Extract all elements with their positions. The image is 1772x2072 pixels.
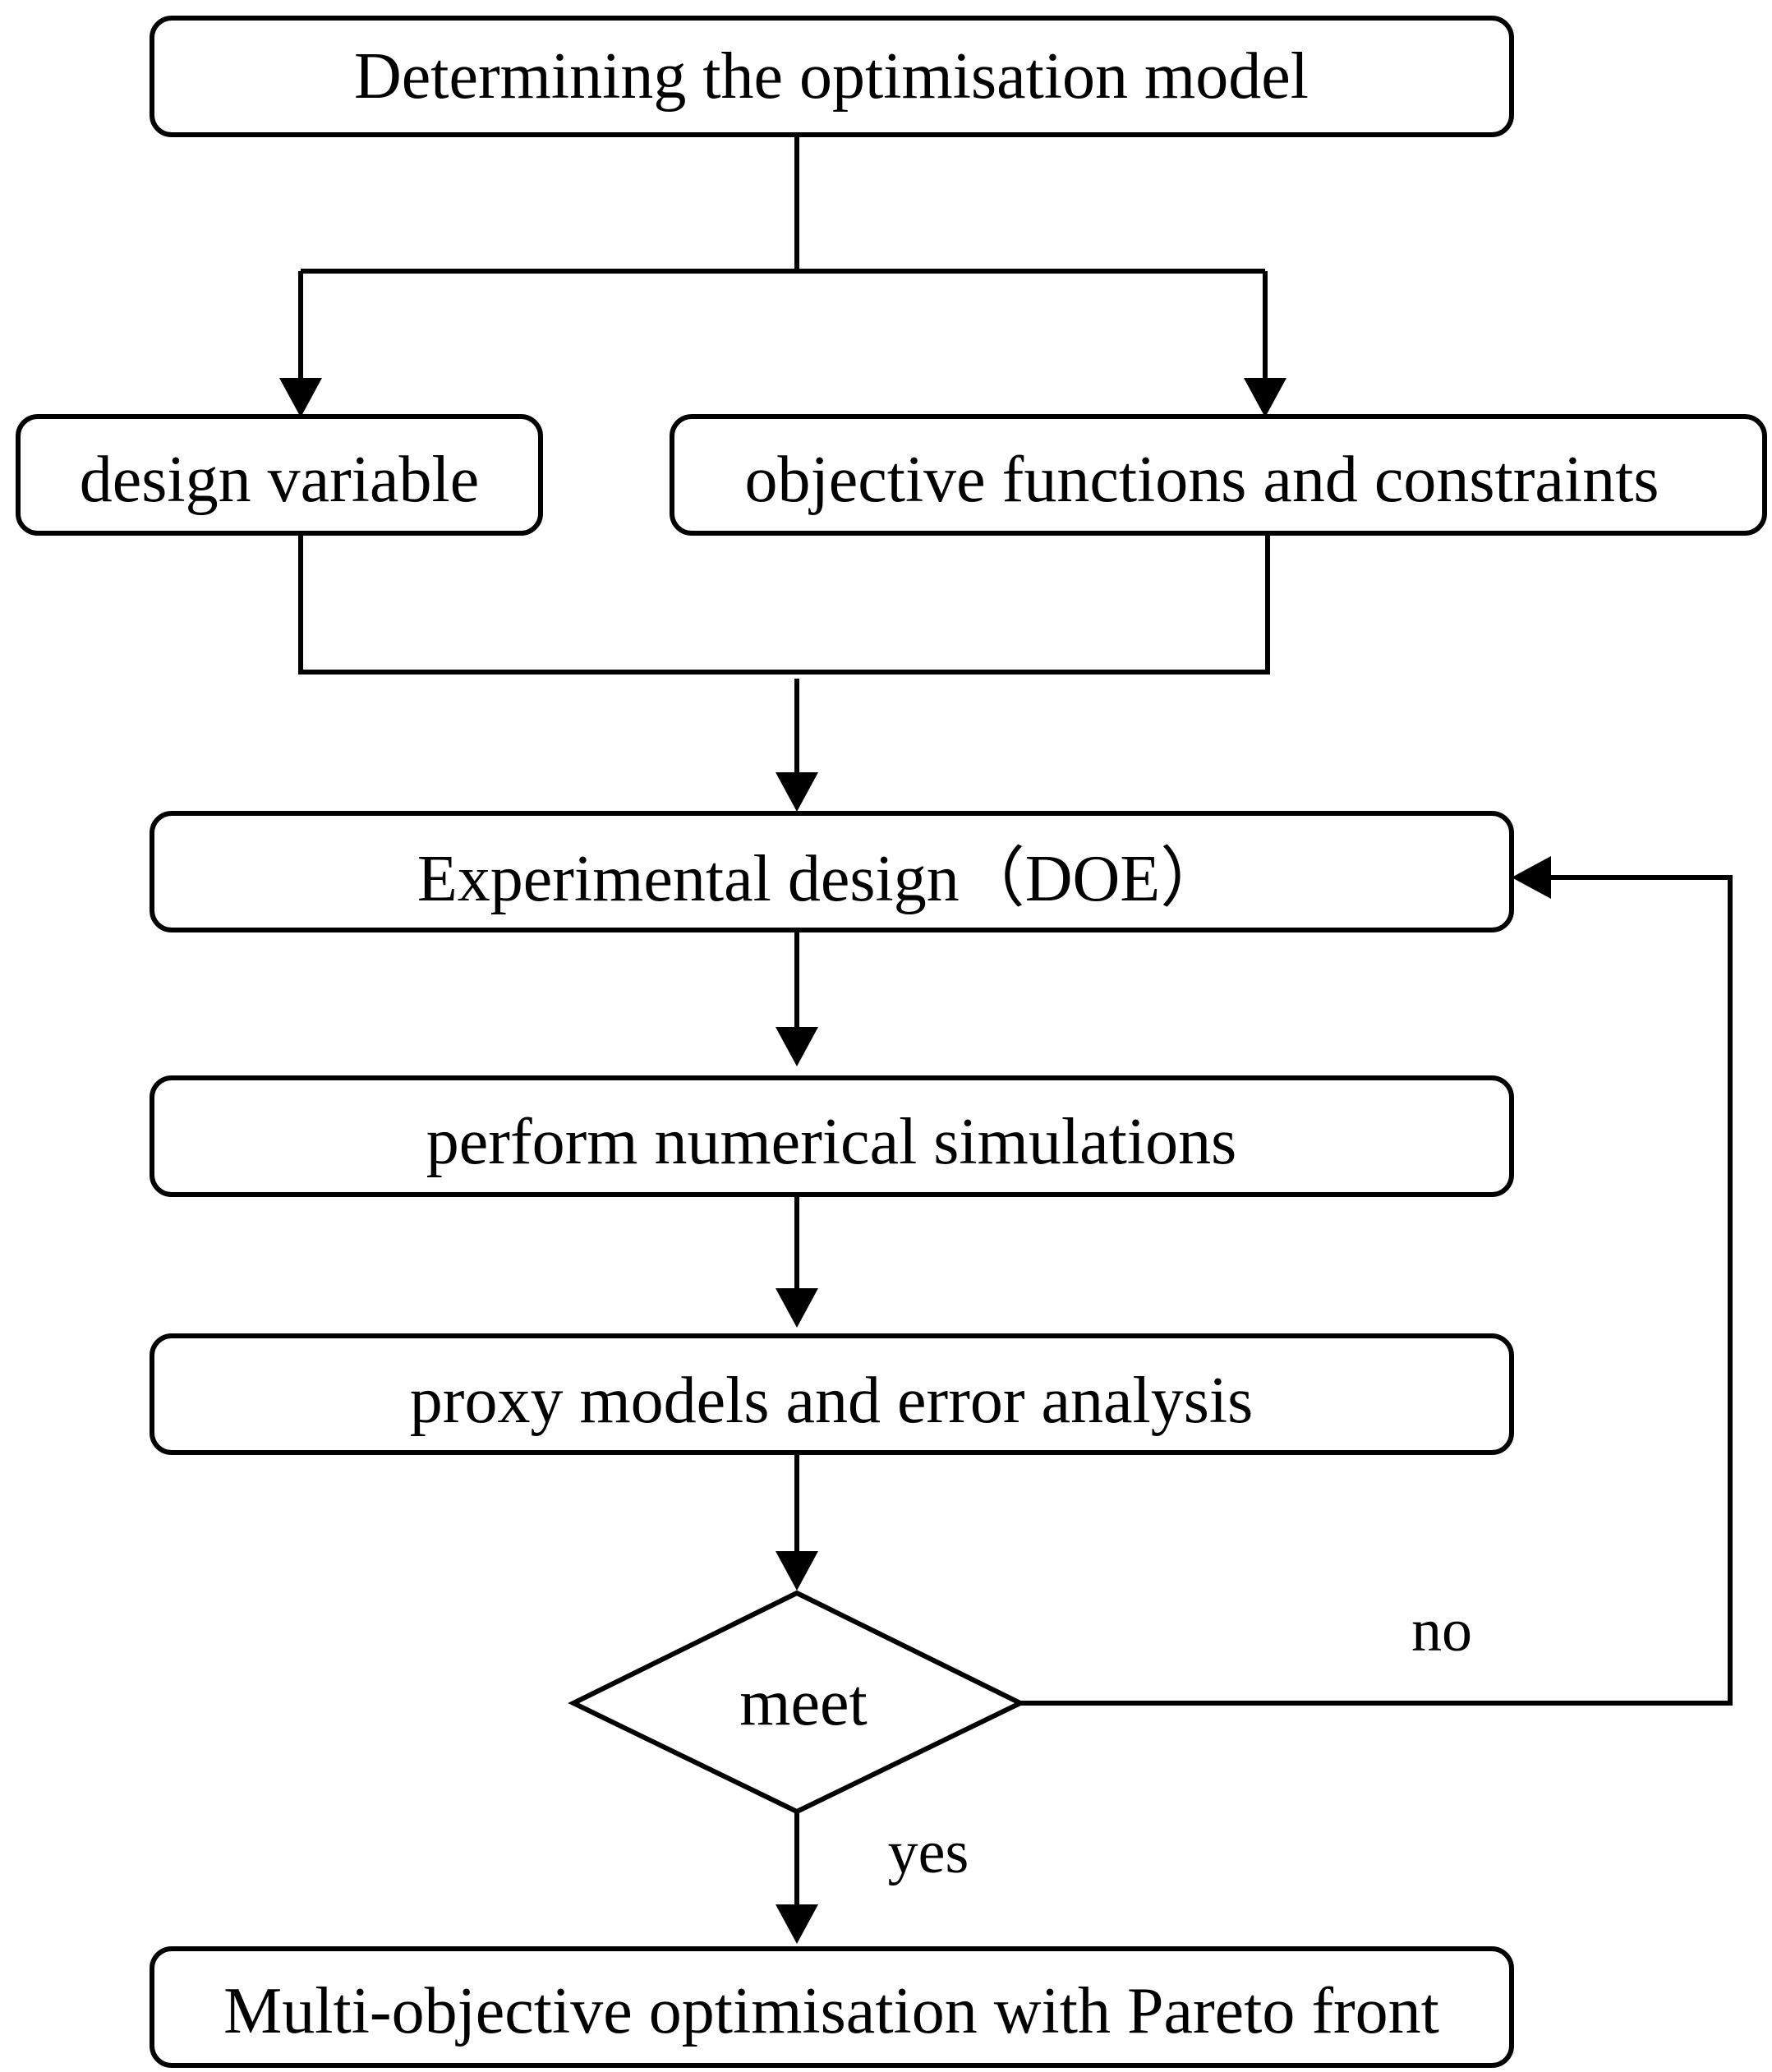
node-doe-box [150, 811, 1514, 932]
node-pareto: Multi-objective optimisation with Pareto… [150, 1946, 1514, 2068]
arrowhead-design-variable [279, 378, 322, 417]
node-determine-model-label: Determining the optimisation model [354, 40, 1309, 113]
node-determine-model-box [150, 16, 1514, 137]
node-objective-constraints-box [670, 414, 1767, 536]
node-simulations-box [150, 1075, 1514, 1197]
node-design-variable-label: design variable [80, 444, 479, 516]
node-decision-label: meet [739, 1667, 867, 1739]
node-simulations: perform numerical simulations [150, 1075, 1514, 1197]
node-objective-constraints: objective functions and constraints [670, 414, 1767, 536]
arrowhead-objectives [1244, 378, 1286, 417]
node-objective-constraints-label: objective functions and constraints [744, 444, 1659, 516]
arrowhead-no-loop [1512, 856, 1551, 899]
node-doe: Experimental design（DOE） [150, 811, 1514, 932]
node-proxy-models: proxy models and error analysis [150, 1333, 1514, 1455]
node-simulations-label: perform numerical simulations [426, 1106, 1236, 1178]
node-proxy-models-label: proxy models and error analysis [410, 1365, 1253, 1437]
node-proxy-models-box [150, 1333, 1514, 1455]
edge-label-yes: yes [888, 1819, 969, 1886]
node-doe-label: Experimental design（DOE） [417, 843, 1226, 915]
node-design-variable: design variable [16, 414, 543, 536]
arrowhead-simulations [776, 1027, 818, 1066]
node-pareto-label: Multi-objective optimisation with Pareto… [223, 1975, 1439, 2047]
arrowhead-proxy [776, 1288, 818, 1328]
arrowhead-pareto [776, 1904, 818, 1944]
node-determine-model: Determining the optimisation model [150, 16, 1514, 137]
node-pareto-box [150, 1946, 1514, 2068]
arrowhead-doe [776, 772, 818, 812]
node-decision: meet [568, 1590, 1026, 1815]
node-decision-diamond [568, 1590, 1026, 1815]
connector-no-loop [1020, 875, 1733, 1706]
edge-label-no: no [1411, 1597, 1472, 1665]
node-design-variable-box [16, 414, 543, 536]
arrowhead-decision [776, 1551, 818, 1591]
connector-merge [298, 534, 1270, 675]
